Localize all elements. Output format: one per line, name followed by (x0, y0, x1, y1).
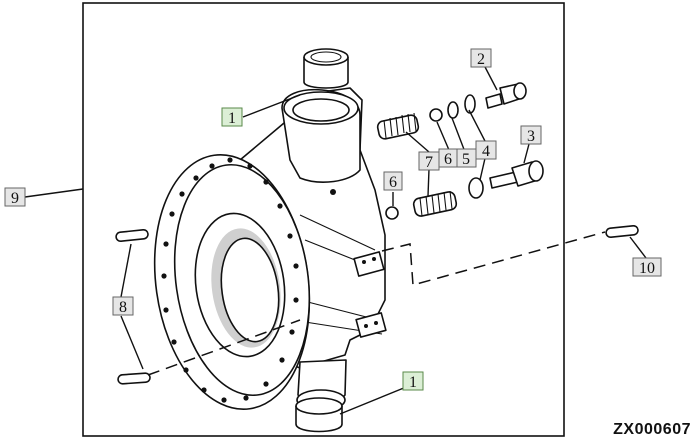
svg-text:5: 5 (462, 151, 470, 168)
svg-text:3: 3 (527, 128, 535, 145)
diagram-frame (82, 2, 565, 437)
housing (153, 87, 387, 411)
callout-8: 8 (112, 296, 134, 316)
svg-text:9: 9 (11, 190, 19, 207)
svg-text:7: 7 (425, 154, 433, 171)
svg-text:6: 6 (389, 174, 397, 191)
plug-lower (489, 160, 544, 189)
bushing-bottom (295, 397, 343, 433)
o-ring-lower (468, 177, 484, 199)
svg-text:4: 4 (482, 143, 490, 160)
callout-6-upper: 6 (438, 148, 458, 168)
spring-upper (376, 112, 420, 140)
callout-1-bottom: 1 (402, 371, 424, 391)
callout-6-lower: 6 (383, 171, 403, 191)
svg-text:6: 6 (444, 151, 452, 168)
dowel-pin-upper (115, 228, 149, 242)
svg-text:8: 8 (119, 299, 127, 316)
callout-2: 2 (470, 48, 492, 68)
o-ring-upper (464, 94, 476, 114)
spring-lower (412, 190, 458, 217)
callout-9: 9 (4, 187, 26, 207)
callout-3: 3 (520, 125, 542, 145)
callout-4: 4 (475, 140, 497, 160)
callout-1-top: 1 (221, 107, 243, 127)
dowel-pin-lower (117, 372, 151, 385)
svg-text:1: 1 (228, 110, 236, 127)
svg-text:2: 2 (477, 51, 485, 68)
svg-text:10: 10 (639, 260, 655, 277)
callout-10: 10 (632, 257, 662, 277)
check-ball-upper (429, 108, 443, 122)
drawing-id: ZX000607 (613, 421, 691, 438)
check-ball-lower (385, 206, 399, 220)
callout-7: 7 (418, 151, 440, 171)
svg-text:1: 1 (409, 374, 417, 391)
callout-5: 5 (455, 148, 477, 168)
seal-ring-upper (447, 101, 459, 119)
bushing-top (303, 48, 349, 89)
plug-upper (485, 82, 527, 109)
dowel-pin-right (605, 224, 639, 238)
